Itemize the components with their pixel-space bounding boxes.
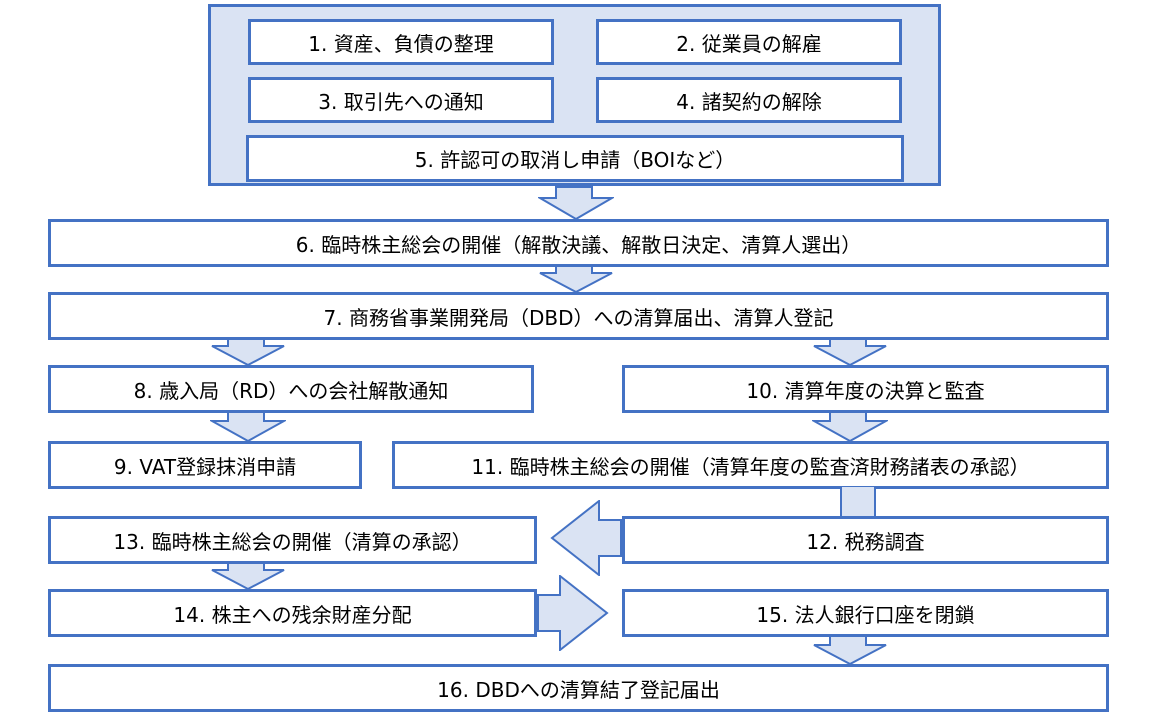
step-16-label: 16. DBDへの清算結了登記届出 [437,677,720,702]
step-14-label: 14. 株主への残余財産分配 [173,602,412,627]
arrow-down-7-to-10 [812,338,888,366]
arrow-down-10-to-11 [812,411,888,442]
step-10-box: 10. 清算年度の決算と監査 [622,365,1109,413]
step-4-box: 4. 諸契約の解除 [596,77,902,123]
step-2-box: 2. 従業員の解雇 [596,19,902,65]
step-4-label: 4. 諸契約の解除 [676,89,822,114]
step-15-box: 15. 法人銀行口座を閉鎖 [622,589,1109,637]
arrow-down-15-to-16 [812,635,888,665]
arrow-down-7-to-8 [210,338,286,366]
step-9-box: 9. VAT登録抹消申請 [48,441,362,489]
step-3-label: 3. 取引先への通知 [318,89,484,114]
step-12-box: 12. 税務調査 [622,516,1109,564]
arrow-down-8-to-9 [210,411,286,442]
step-8-label: 8. 歳入局（RD）への会社解散通知 [133,378,449,403]
step-13-box: 13. 臨時株主総会の開催（清算の承認） [48,516,537,564]
step-2-label: 2. 従業員の解雇 [676,31,822,56]
step-7-label: 7. 商務省事業開発局（DBD）への清算届出、清算人登記 [323,305,834,330]
step-11-label: 11. 臨時株主総会の開催（清算年度の監査済財務諸表の承認） [471,454,1030,479]
step-11-box: 11. 臨時株主総会の開催（清算年度の監査済財務諸表の承認） [392,441,1109,489]
step-6-label: 6. 臨時株主総会の開催（解散決議、解散日決定、清算人選出） [295,232,862,257]
step-1-box: 1. 資産、負債の整理 [248,19,554,65]
step-13-label: 13. 臨時株主総会の開催（清算の承認） [113,529,472,554]
arrow-down-13-to-14 [210,562,286,590]
step-7-box: 7. 商務省事業開発局（DBD）への清算届出、清算人登記 [48,292,1109,340]
arrow-down-11-to-12 [840,487,876,517]
step-3-box: 3. 取引先への通知 [248,77,554,123]
arrow-left-12-to-13 [550,500,622,576]
arrow-right-14-to-15 [537,575,609,651]
step-8-box: 8. 歳入局（RD）への会社解散通知 [48,365,534,413]
step-14-box: 14. 株主への残余財産分配 [48,589,537,637]
step-15-label: 15. 法人銀行口座を閉鎖 [756,602,975,627]
step-9-label: 9. VAT登録抹消申請 [113,454,297,479]
step-12-label: 12. 税務調査 [806,529,925,554]
step-10-label: 10. 清算年度の決算と監査 [746,378,985,403]
arrow-down-6-to-7 [538,265,614,293]
step-5-label: 5. 許認可の取消し申請（BOIなど） [414,148,736,172]
arrow-down-group-to-6 [538,186,614,220]
step-1-label: 1. 資産、負債の整理 [308,31,494,56]
step-6-box: 6. 臨時株主総会の開催（解散決議、解散日決定、清算人選出） [48,219,1109,267]
step-5-box: 5. 許認可の取消し申請（BOIなど） [246,135,904,182]
step-16-box: 16. DBDへの清算結了登記届出 [48,664,1109,712]
